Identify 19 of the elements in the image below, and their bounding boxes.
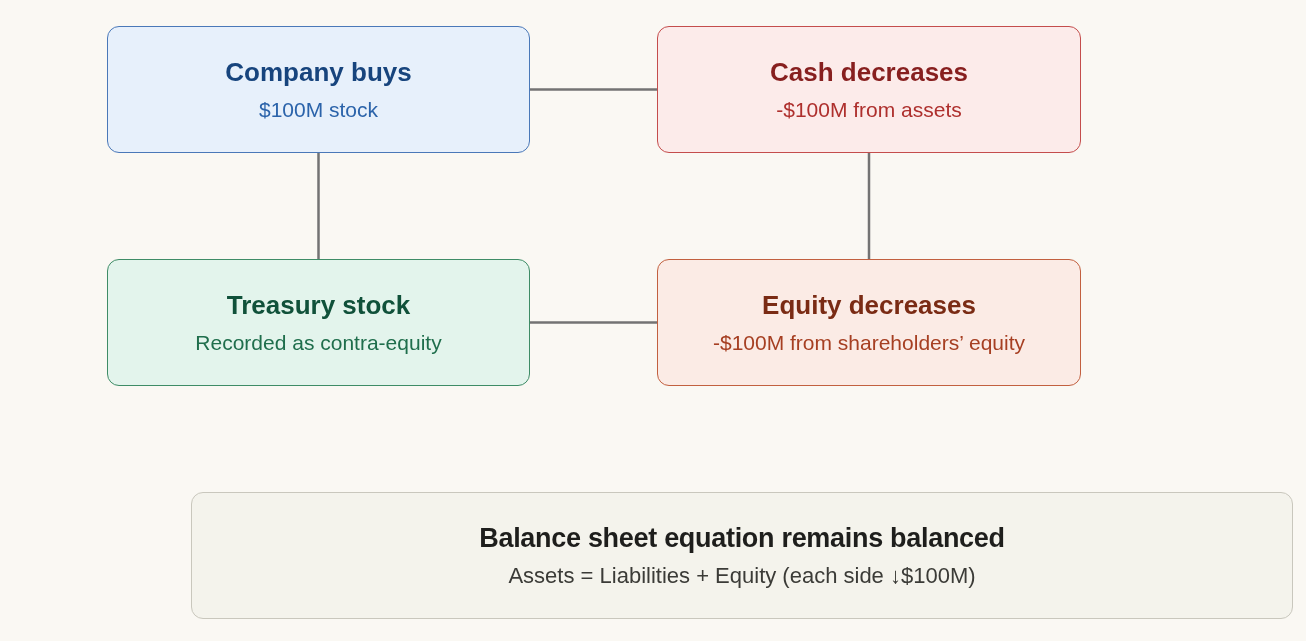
box-title: Cash decreases — [770, 57, 968, 89]
box-title: Treasury stock — [226, 290, 411, 322]
step-box — [657, 259, 1081, 386]
box-subtitle: $100M stock — [258, 96, 379, 122]
box-subtitle: Recorded as contra-equity — [195, 329, 442, 355]
box-title: Balance sheet equation remains balanced — [479, 522, 1005, 555]
connector-line — [530, 321, 657, 324]
connector-line — [867, 153, 871, 259]
step-box — [107, 259, 530, 386]
box-title: Equity decreases — [762, 290, 976, 322]
box-subtitle: Assets = Liabilities + Equity (each side ↓$100M) — [508, 562, 976, 589]
summary-box — [191, 492, 1293, 619]
step-box — [657, 26, 1081, 153]
box-title: Company buys — [225, 57, 412, 89]
step-box — [107, 26, 530, 153]
connector-line — [317, 153, 320, 259]
connector-line — [530, 88, 657, 91]
box-subtitle: -$100M from shareholders’ equity — [712, 329, 1025, 355]
box-subtitle: -$100M from assets — [776, 96, 962, 122]
